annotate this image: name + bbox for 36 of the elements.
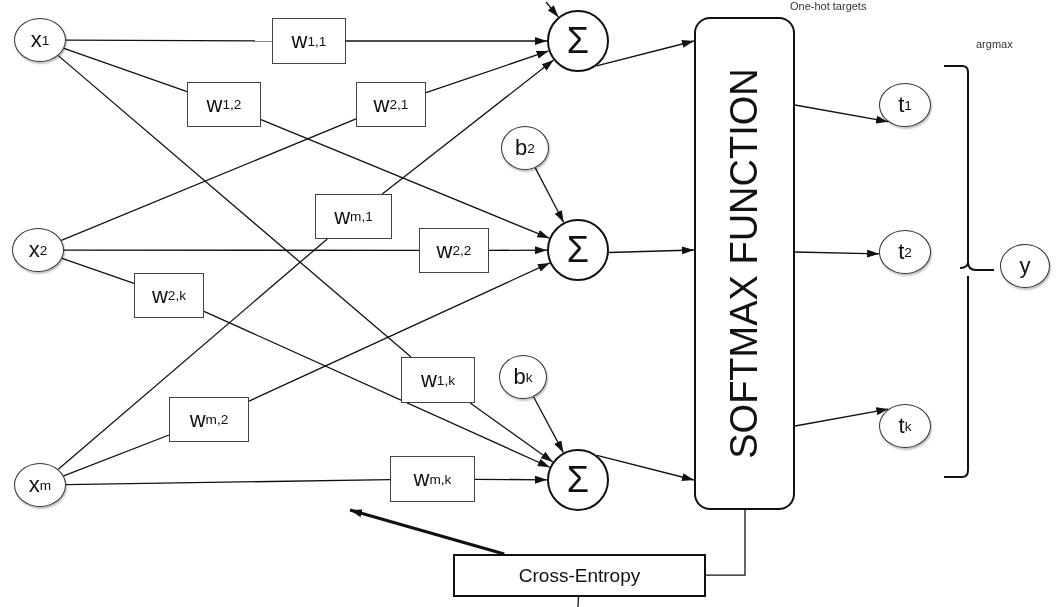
connector (248, 262, 551, 402)
connector (60, 118, 357, 241)
connector (381, 59, 555, 195)
output-node: y (1000, 244, 1050, 288)
summation-node: Σ (547, 449, 609, 511)
softmax-label: SOFTMAX FUNCTION (723, 68, 766, 459)
connector (65, 479, 391, 486)
connector (474, 475, 548, 484)
connector (63, 434, 170, 477)
loss-box: Cross-Entropy (453, 554, 706, 597)
connector (794, 249, 880, 258)
connector (57, 238, 328, 470)
connector (63, 249, 420, 252)
summation-node: Σ (547, 219, 609, 281)
connector (260, 119, 550, 239)
softmax-box (694, 17, 795, 510)
connector (57, 55, 412, 358)
connector (63, 47, 188, 93)
connector (488, 246, 548, 255)
connector (705, 509, 746, 576)
connector (532, 396, 565, 454)
connector (65, 39, 273, 42)
connector (345, 37, 548, 45)
connector (534, 167, 565, 224)
connector (203, 310, 551, 468)
annotation-text: One-hot targets (790, 0, 867, 12)
arrow (545, 1, 559, 18)
connector (469, 402, 554, 463)
connector (608, 246, 695, 255)
summation-node: Σ (547, 10, 609, 72)
connector (596, 454, 695, 481)
connector (61, 257, 135, 284)
connector (595, 40, 695, 67)
arrow (349, 508, 505, 556)
connector (425, 50, 550, 94)
annotation-text: argmax (976, 38, 1013, 50)
